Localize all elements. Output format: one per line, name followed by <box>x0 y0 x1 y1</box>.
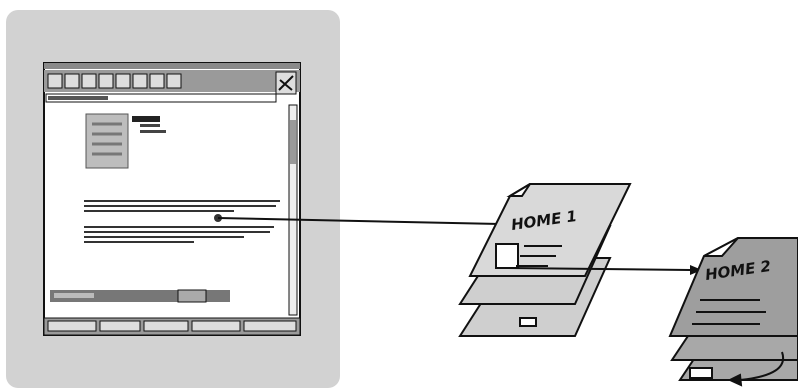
screenshot-panel <box>6 10 340 388</box>
browser-window-thumbnail <box>43 62 301 336</box>
content-image <box>85 113 129 169</box>
paragraph-text <box>84 200 280 243</box>
page-image-placeholder <box>495 243 519 269</box>
page-stack-home-2 <box>668 237 798 387</box>
toolbar-icons <box>47 73 182 89</box>
page-stack-home-1 <box>458 183 632 337</box>
address-bar <box>45 93 277 103</box>
scrollbar <box>288 104 298 316</box>
link-arrow-to-home-2 <box>505 265 702 275</box>
